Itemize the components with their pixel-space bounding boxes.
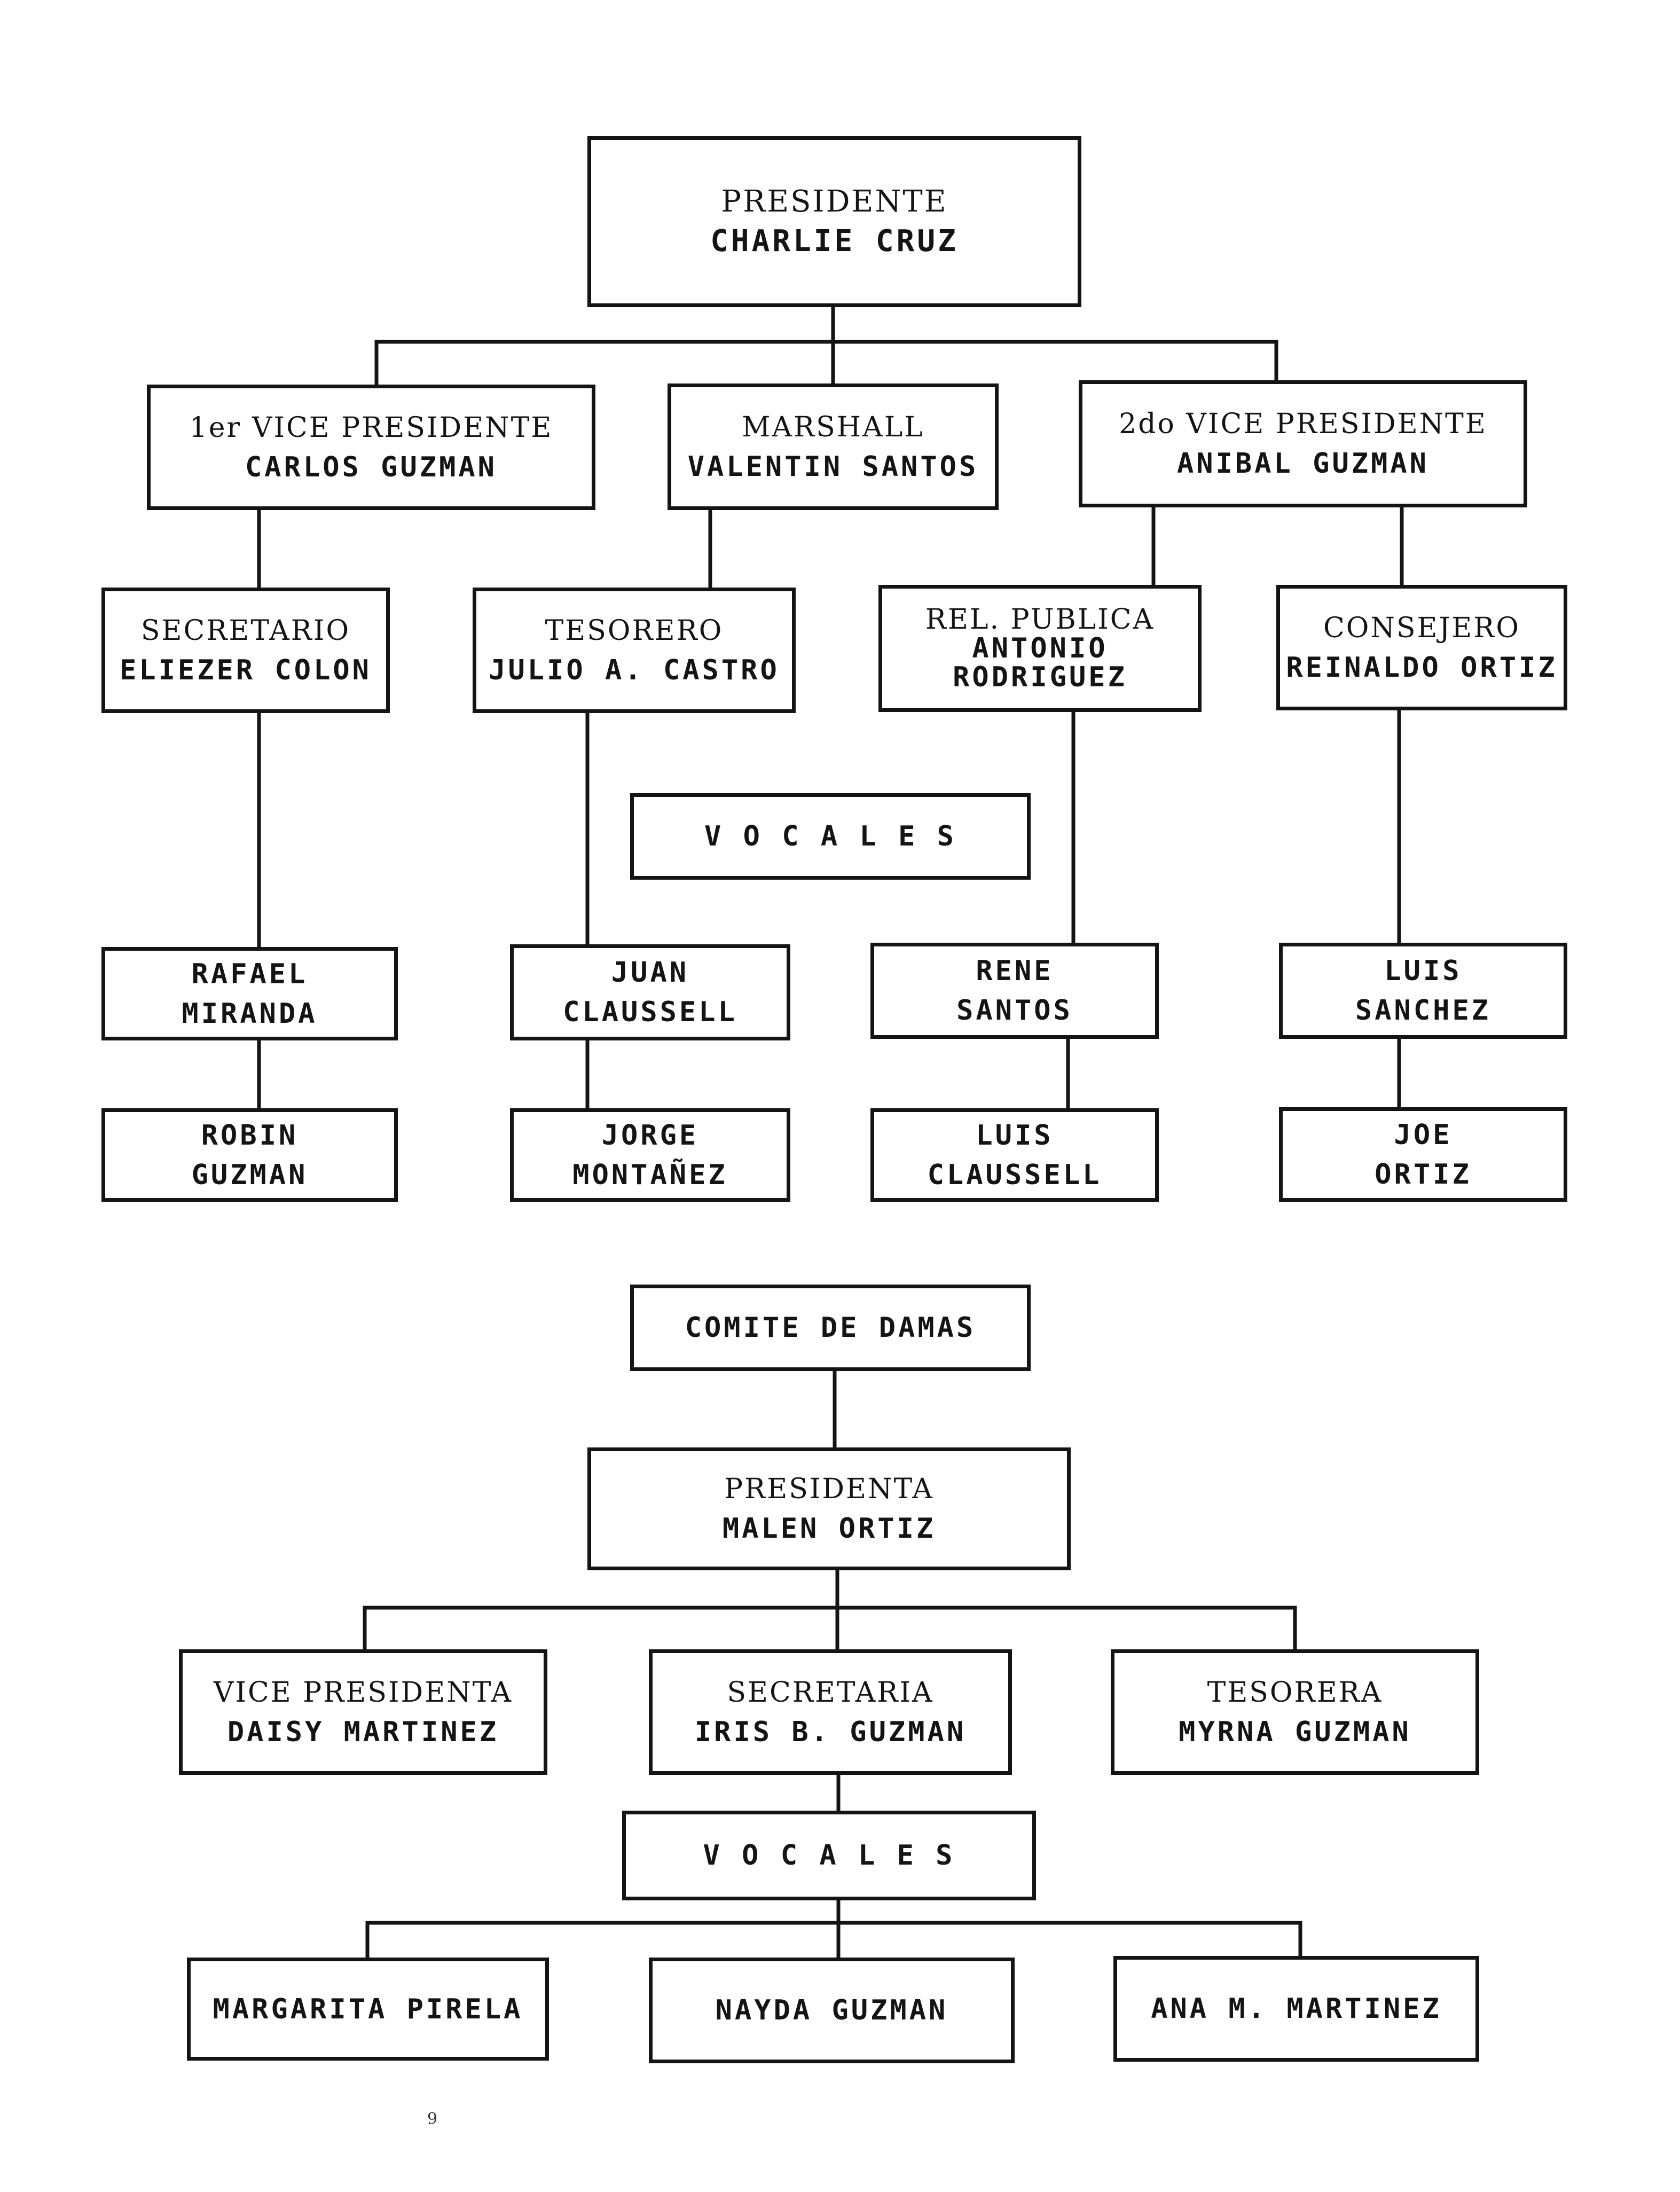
treasurer-box: TESORERO JULIO A. CASTRO <box>473 588 796 713</box>
vocal-first-name: JORGE <box>601 1119 699 1152</box>
ladies-vice-president-role: VICE PRESIDENTA <box>213 1676 513 1709</box>
vocal-box: RENE SANTOS <box>870 943 1159 1039</box>
ladies-vice-president-box: VICE PRESIDENTA DAISY MARTINEZ <box>179 1649 547 1775</box>
vocales-box: V O C A L E S <box>630 793 1031 880</box>
ladies-secretary-role: SECRETARIA <box>727 1676 934 1709</box>
vocal-first-name: ROBIN <box>201 1119 299 1152</box>
president-role: PRESIDENTE <box>721 184 948 219</box>
vocal-box: LUIS CLAUSSELL <box>870 1108 1159 1202</box>
counselor-role: CONSEJERO <box>1323 612 1521 644</box>
public-relations-role: REL. PUBLICA <box>925 604 1155 636</box>
marshall-box: MARSHALL VALENTIN SANTOS <box>668 383 999 510</box>
vocal-box: ROBIN GUZMAN <box>101 1108 398 1202</box>
vocal-first-name: RAFAEL <box>191 958 308 990</box>
vocal-last-name: CLAUSSELL <box>927 1158 1102 1191</box>
ladies-vocal-box: NAYDA GUZMAN <box>649 1958 1015 2063</box>
vocal-box: JUAN CLAUSSELL <box>510 944 790 1040</box>
second-vice-president-name: ANIBAL GUZMAN <box>1177 448 1429 480</box>
vocal-last-name: CLAUSSELL <box>563 996 737 1028</box>
ladies-vocal-name: NAYDA GUZMAN <box>715 1994 948 2026</box>
vocal-first-name: JOE <box>1394 1118 1453 1151</box>
treasurer-name: JULIO A. CASTRO <box>489 654 780 686</box>
ladies-treasurer-name: MYRNA GUZMAN <box>1179 1716 1411 1748</box>
first-vice-president-name: CARLOS GUZMAN <box>245 451 497 483</box>
public-relations-name-2: RODRIGUEZ <box>953 661 1127 693</box>
ladies-president-name: MALEN ORTIZ <box>722 1513 936 1545</box>
president-box: PRESIDENTE CHARLIE CRUZ <box>587 136 1081 307</box>
ladies-vocales-label: V O C A L E S <box>703 1839 955 1872</box>
vocal-box: JOE ORTIZ <box>1279 1107 1567 1202</box>
ladies-secretary-box: SECRETARIA IRIS B. GUZMAN <box>649 1649 1012 1775</box>
ladies-president-box: PRESIDENTA MALEN ORTIZ <box>587 1447 1071 1570</box>
ladies-vocal-name: MARGARITA PIRELA <box>213 1993 523 2025</box>
first-vice-president-box: 1er VICE PRESIDENTE CARLOS GUZMAN <box>147 385 595 510</box>
vocales-label: V O C A L E S <box>704 820 956 852</box>
ladies-vocales-box: V O C A L E S <box>622 1811 1036 1900</box>
vocal-last-name: GUZMAN <box>191 1158 308 1191</box>
ladies-treasurer-role: TESORERA <box>1207 1676 1383 1709</box>
ladies-vocal-box: ANA M. MARTINEZ <box>1113 1956 1479 2062</box>
ladies-vocal-box: MARGARITA PIRELA <box>187 1958 549 2061</box>
ladies-vocal-name: ANA M. MARTINEZ <box>1151 1993 1442 2025</box>
vocal-first-name: JUAN <box>611 957 689 989</box>
secretary-name: ELIEZER COLON <box>120 654 372 686</box>
vocal-last-name: SANCHEZ <box>1355 995 1491 1027</box>
president-name: CHARLIE CRUZ <box>710 224 959 259</box>
ladies-vice-president-name: DAISY MARTINEZ <box>227 1716 499 1748</box>
ladies-president-role: PRESIDENTA <box>724 1473 934 1505</box>
vocal-first-name: LUIS <box>1384 955 1462 987</box>
public-relations-box: REL. PUBLICA ANTONIO RODRIGUEZ <box>878 585 1202 712</box>
ladies-committee-title: COMITE DE DAMAS <box>685 1312 976 1344</box>
counselor-box: CONSEJERO REINALDO ORTIZ <box>1276 585 1567 710</box>
ladies-treasurer-box: TESORERA MYRNA GUZMAN <box>1111 1649 1479 1775</box>
vocal-first-name: RENE <box>976 955 1054 987</box>
treasurer-role: TESORERO <box>545 614 724 647</box>
marshall-role: MARSHALL <box>742 411 924 443</box>
ladies-committee-title-box: COMITE DE DAMAS <box>630 1285 1031 1371</box>
ladies-secretary-name: IRIS B. GUZMAN <box>694 1716 967 1748</box>
secretary-role: SECRETARIO <box>140 614 351 647</box>
vocal-last-name: MIRANDA <box>182 997 318 1030</box>
secretary-box: SECRETARIO ELIEZER COLON <box>101 588 390 713</box>
counselor-name: REINALDO ORTIZ <box>1286 651 1558 684</box>
vocal-box: RAFAEL MIRANDA <box>101 947 398 1040</box>
vocal-last-name: MONTAÑEZ <box>572 1158 728 1191</box>
second-vice-president-role: 2do VICE PRESIDENTE <box>1119 408 1487 440</box>
page-mark: 9 <box>427 2110 438 2128</box>
vocal-box: JORGE MONTAÑEZ <box>510 1108 790 1202</box>
marshall-name: VALENTIN SANTOS <box>687 450 979 483</box>
public-relations-name: ANTONIO <box>972 632 1108 664</box>
second-vice-president-box: 2do VICE PRESIDENTE ANIBAL GUZMAN <box>1079 380 1527 507</box>
vocal-box: LUIS SANCHEZ <box>1279 943 1567 1039</box>
first-vice-president-role: 1er VICE PRESIDENTE <box>189 411 553 444</box>
vocal-last-name: ORTIZ <box>1375 1158 1472 1191</box>
vocal-first-name: LUIS <box>976 1119 1054 1152</box>
vocal-last-name: SANTOS <box>956 995 1073 1027</box>
